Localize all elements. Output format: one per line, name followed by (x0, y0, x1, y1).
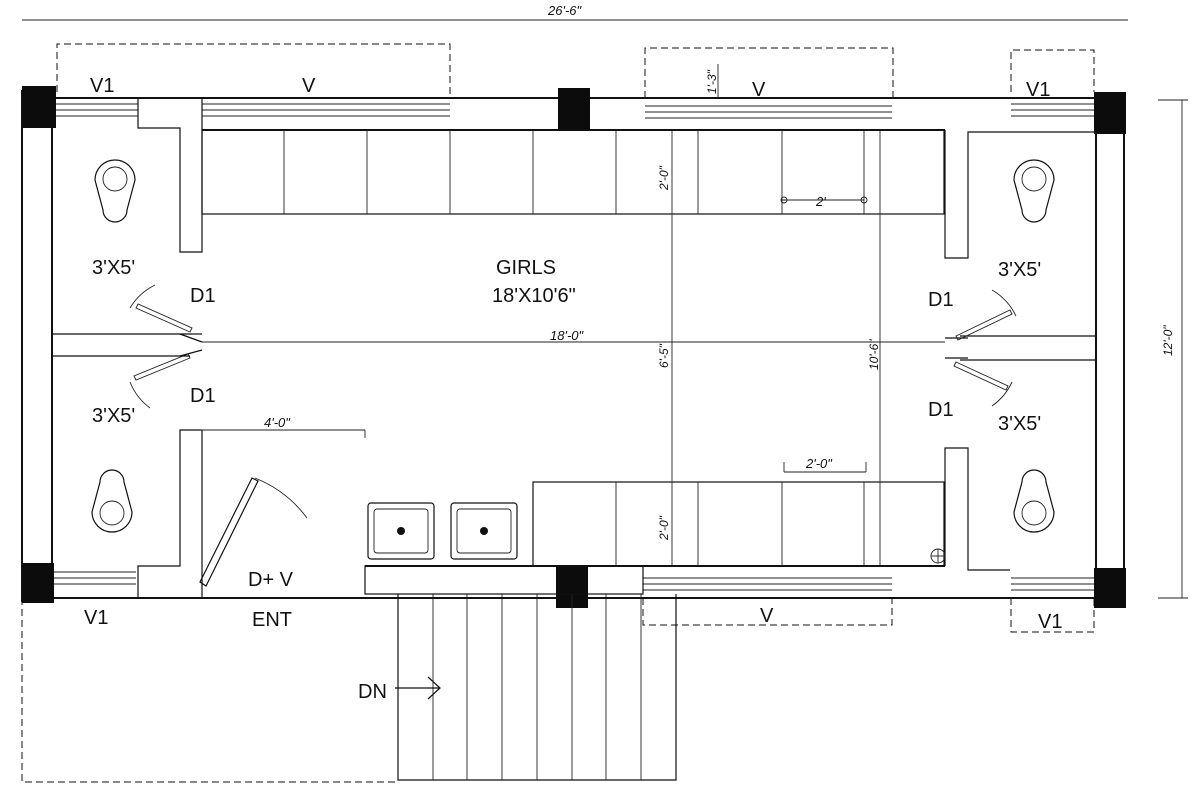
door-d1-br-label: D1 (928, 399, 954, 421)
entrance-door-label: D+ V (248, 569, 294, 591)
stair-down-label: DN (358, 681, 387, 703)
door-d1-bl (129, 353, 191, 409)
bottom-counter (364, 481, 945, 595)
room-length-dim: 18'-0" (550, 328, 585, 343)
left-toilets-walls (52, 98, 203, 598)
right-toilets-walls (944, 130, 1096, 571)
column-tr (1094, 92, 1126, 134)
top-counter (201, 129, 945, 215)
toilet-size-br: 3'X5' (998, 413, 1041, 435)
column-bl (22, 563, 54, 603)
toilet-size-tr: 3'X5' (998, 259, 1041, 281)
sink-left (367, 502, 435, 560)
doors (129, 284, 1017, 587)
window-v-top-left: V (302, 75, 316, 97)
entrance-width-dim: 4'-0" (264, 415, 291, 430)
counter-module-top-dim: 2' (815, 194, 826, 209)
window-v-top-right: V (752, 79, 766, 101)
wc-pan-tl (94, 159, 136, 223)
counter-depth-top-dim: 2'-0" (657, 165, 671, 191)
door-entrance (199, 477, 308, 587)
door-d1-tl-label: D1 (190, 285, 216, 307)
counter-depth-bottom-dim: 2'-0" (657, 515, 671, 541)
column-tl (22, 86, 56, 128)
staircase (395, 594, 677, 781)
overall-depth-dimension: 12'-0" (1158, 99, 1188, 599)
outer-walls (21, 90, 1125, 606)
column-top-mid (558, 88, 590, 130)
sinks (367, 502, 518, 560)
down-arrow-icon (427, 676, 441, 700)
room-mid-depth-dim: 6'-5" (657, 343, 671, 368)
wc-pan-tr (1013, 159, 1055, 223)
window-projections (21, 43, 1095, 783)
internal-dimensions (200, 64, 868, 473)
wc-pans (91, 159, 1055, 533)
overall-width-label: 26'-6" (547, 3, 583, 18)
column-br (1094, 568, 1126, 608)
wc-pan-br (1013, 469, 1055, 533)
overall-depth-label: 12'-0" (1161, 325, 1175, 356)
columns (22, 86, 1126, 608)
window-v1-tl: V1 (90, 75, 114, 97)
overall-width-dimension: 26'-6" (22, 3, 1128, 21)
door-d1-bl-label: D1 (190, 385, 216, 407)
room-depth-dim: 10'-6" (867, 339, 881, 370)
door-d1-tl (129, 284, 193, 333)
window-v1-bl: V1 (84, 607, 108, 629)
window-glazing (54, 103, 1094, 591)
toilet-size-tl: 3'X5' (92, 257, 135, 279)
window-depth-dim: 1'-3" (705, 69, 719, 94)
toilet-size-bl: 3'X5' (92, 405, 135, 427)
wc-pan-bl (91, 469, 133, 533)
door-d1-br (953, 361, 1013, 407)
room-grid (202, 130, 945, 566)
room-size: 18'X10'6" (492, 285, 576, 307)
window-v-bottom: V (760, 605, 774, 627)
room-name: GIRLS (496, 257, 556, 279)
counter-module-bottom-dim: 2'-0" (805, 456, 833, 471)
door-d1-tr-label: D1 (928, 289, 954, 311)
sink-right (450, 502, 518, 560)
window-v1-tr: V1 (1026, 79, 1050, 101)
floor-drain-icon (930, 548, 946, 564)
window-v1-br: V1 (1038, 611, 1062, 633)
door-d1-tr (955, 289, 1017, 341)
entrance-label: ENT (252, 609, 292, 631)
